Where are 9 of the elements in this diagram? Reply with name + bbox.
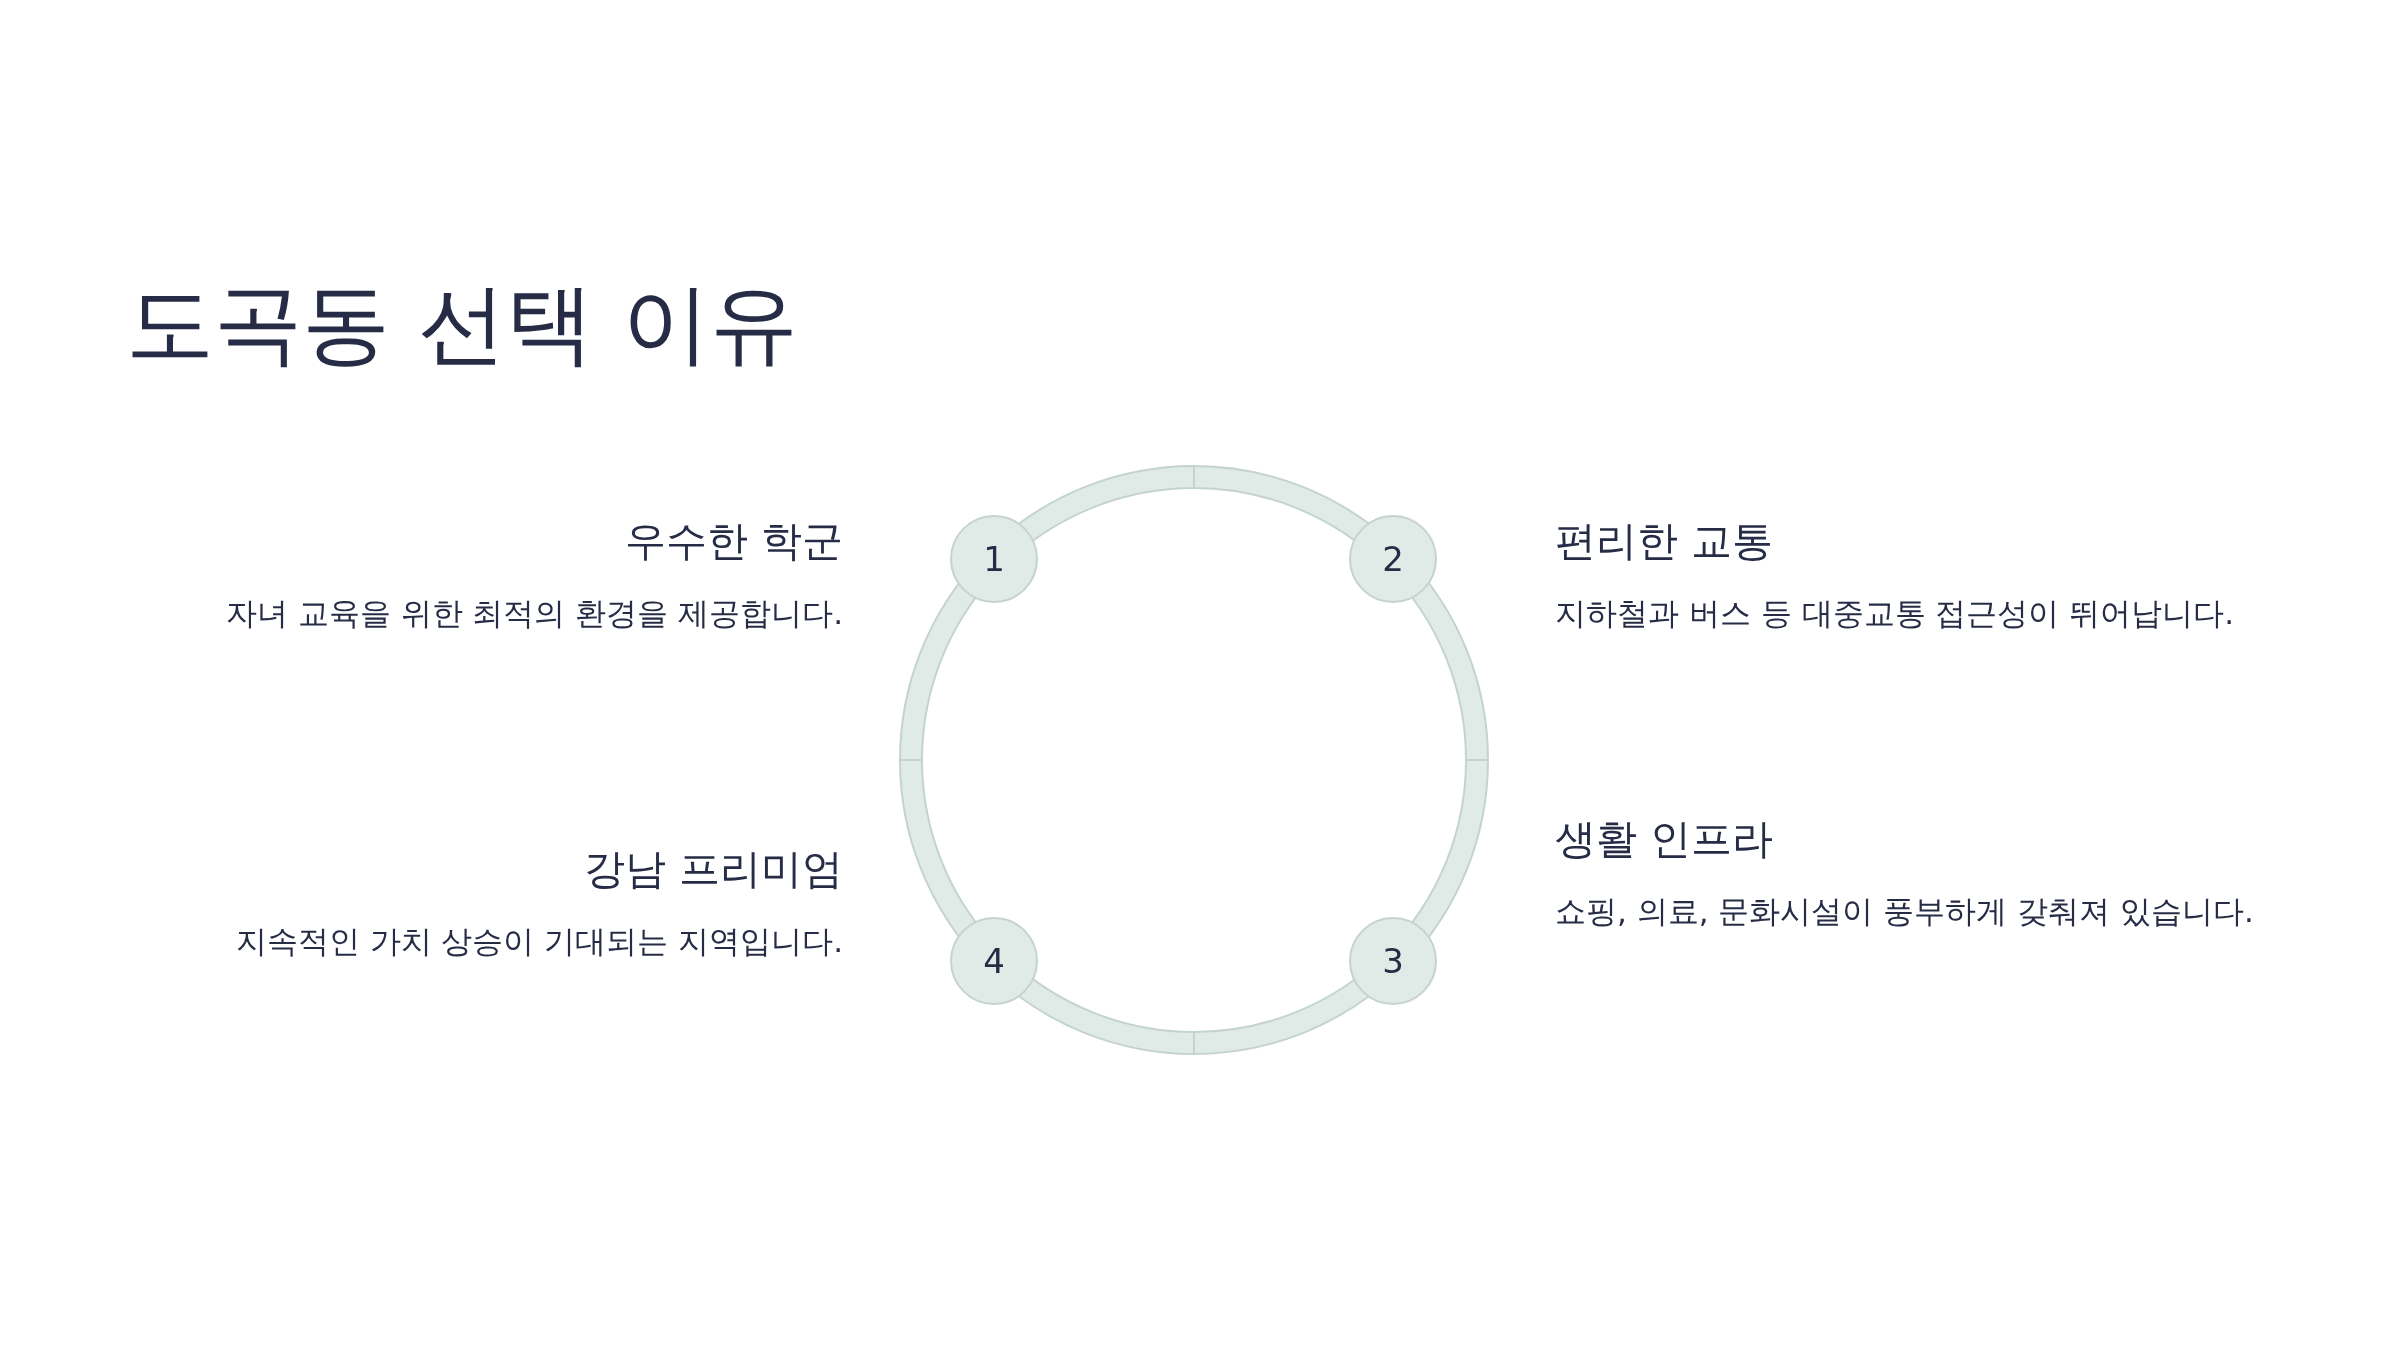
item-description: 쇼핑, 의료, 문화시설이 풍부하게 갖춰져 있습니다. bbox=[1555, 892, 2254, 932]
item-heading: 우수한 학군 bbox=[624, 516, 843, 567]
item-description: 지하철과 버스 등 대중교통 접근성이 뛰어납니다. bbox=[1555, 594, 2235, 634]
item-heading: 편리한 교통 bbox=[1555, 516, 1774, 567]
item-description: 자녀 교육을 위한 최적의 환경을 제공합니다. bbox=[225, 594, 843, 634]
item-heading: 강남 프리미엄 bbox=[583, 844, 843, 895]
item-description: 지속적인 가치 상승이 기대되는 지역입니다. bbox=[235, 922, 843, 962]
item-heading: 생활 인프라 bbox=[1555, 814, 1774, 865]
title: 도곡동 선택 이유 bbox=[126, 280, 798, 368]
